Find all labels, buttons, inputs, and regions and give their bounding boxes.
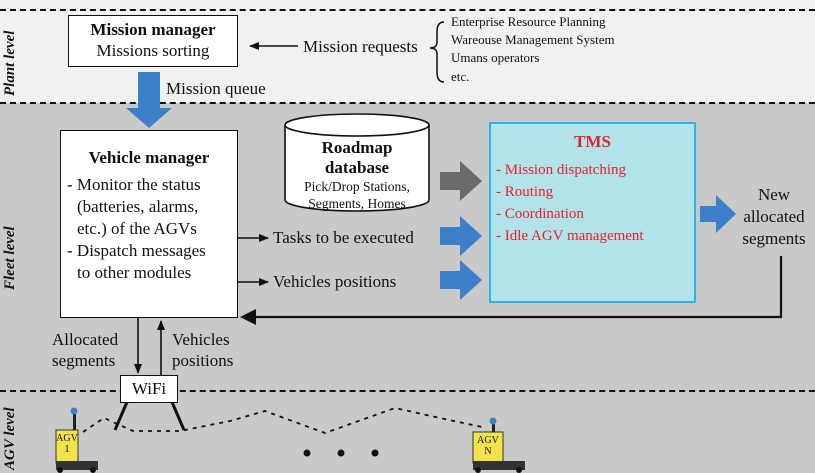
source-item: Wareouse Management System <box>451 32 615 47</box>
feedback-line <box>244 256 783 319</box>
top-divider <box>0 9 815 11</box>
wifi-box: WiFi <box>120 375 178 403</box>
tms-box: TMS - Mission dispatching - Routing - Co… <box>489 122 696 303</box>
ellipsis-dot <box>303 449 311 457</box>
ellipsis-dot <box>371 449 379 457</box>
agv-1-label: AGV 1 <box>56 433 78 455</box>
new-segments-label: allocated <box>743 207 805 226</box>
source-item: Enterprise Resource Planning <box>451 14 606 29</box>
vehicle-manager-line: to other modules <box>77 263 192 282</box>
agv-n-icon <box>472 417 525 473</box>
sources-brace <box>429 21 445 83</box>
vehicle-positions-label: positions <box>172 351 234 370</box>
wifi-antenna-right <box>170 401 186 431</box>
roadmap-to-tms-arrow <box>440 161 482 201</box>
plant-fleet-divider <box>0 102 815 104</box>
tasks-to-tms-arrow <box>440 216 482 256</box>
wireless-links <box>82 407 483 434</box>
tms-item: - Coordination <box>496 206 584 222</box>
tms-output-arrow <box>700 195 736 233</box>
allocated-segments-label: segments <box>52 351 116 370</box>
tms-item: - Routing <box>496 184 554 200</box>
feedback-arrowhead <box>240 309 256 325</box>
wifi-antenna-left <box>113 401 129 431</box>
vehicle-manager-line: etc.) of the AGVs <box>77 219 197 238</box>
mission-manager-box: Mission manager Missions sorting <box>68 15 238 67</box>
new-segments-label: segments <box>742 229 806 248</box>
mission-requests-label: Mission requests <box>303 37 418 56</box>
allocated-segments-label: Allocated <box>52 330 119 349</box>
agv-n-label-line: N <box>484 446 492 457</box>
vehicle-manager-box: Vehicle manager - Monitor the status (ba… <box>60 130 238 318</box>
agv-level-band <box>0 391 815 473</box>
agv-1-label-line: 1 <box>64 444 70 455</box>
roadmap-database-cylinder <box>284 113 430 212</box>
tms-item: - Mission dispatching <box>496 162 626 178</box>
roadmap-title-line1: Roadmap <box>321 138 393 157</box>
mission-manager-title: Mission manager <box>90 20 216 39</box>
wifi-label: WiFi <box>131 379 167 398</box>
vehicle-manager-line: - Dispatch messages <box>67 241 206 260</box>
mission-manager-subtitle: Missions sorting <box>96 41 210 60</box>
mission-queue-arrow <box>126 72 172 128</box>
vehicle-manager-line: - Monitor the status <box>67 175 201 194</box>
positions-to-tms-arrow <box>440 260 482 300</box>
tasks-label: Tasks to be executed <box>273 228 414 247</box>
roadmap-title-line2: database <box>324 158 390 177</box>
ellipsis-dot <box>337 449 345 457</box>
roadmap-detail: Segments, Homes <box>308 196 406 211</box>
vehicle-positions-label: Vehicles <box>172 330 230 349</box>
fleet-agv-divider <box>0 390 815 392</box>
agv-n-label: AGV N <box>473 435 503 457</box>
agv-1-icon <box>55 407 98 473</box>
agv-1-label-line: AGV <box>56 433 78 444</box>
source-item: etc. <box>451 69 470 84</box>
new-segments-label: New <box>757 185 791 204</box>
vehicle-manager-title: Vehicle manager <box>88 148 210 167</box>
positions-label: Vehicles positions <box>273 272 397 291</box>
mission-queue-label: Mission queue <box>166 79 266 98</box>
tms-title: TMS <box>574 132 611 151</box>
source-item: Umans operators <box>451 50 540 65</box>
vehicle-manager-line: (batteries, alarms, <box>77 197 199 216</box>
roadmap-detail: Pick/Drop Stations, <box>304 179 410 194</box>
tms-item: - Idle AGV management <box>496 228 644 244</box>
agv-n-label-line: AGV <box>477 435 499 446</box>
